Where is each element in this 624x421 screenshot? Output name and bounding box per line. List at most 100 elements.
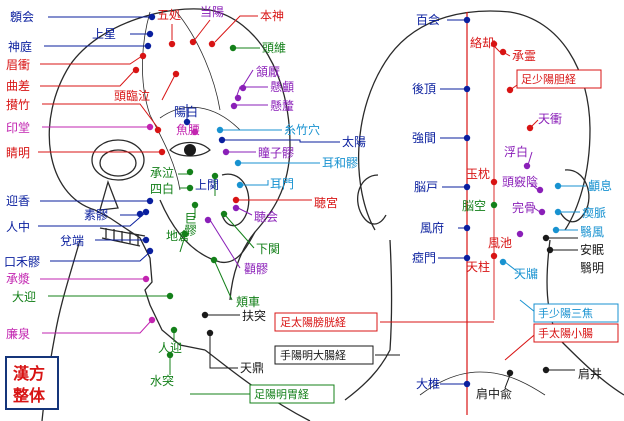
dot-taiyang: [218, 136, 226, 144]
dot-dicang: [181, 230, 189, 238]
dot-luoque: [490, 40, 498, 48]
label-touwei: 頭維: [262, 41, 286, 55]
side-jaw-outline: [159, 199, 256, 263]
leader-sanjiao-meridian: [519, 299, 536, 313]
label-xuanlu: 懸顱: [270, 79, 294, 94]
label-anmian: 安眠: [580, 242, 604, 257]
leader-xiaguan: [224, 214, 255, 249]
dot-yuzhen: [490, 178, 498, 186]
dot-tinggong: [232, 196, 240, 204]
dot-fengfu: [463, 224, 471, 232]
label-quanliao: 顴髎: [244, 262, 268, 276]
box-bladder: [274, 312, 378, 332]
label-yamen: 瘂門: [412, 250, 436, 265]
head-outlines: [41, 8, 624, 421]
label-yifeng: 翳風: [580, 225, 604, 239]
label-chengqi: 承泣: [150, 165, 174, 180]
back-ear-right: [559, 169, 590, 223]
label-dicang: 地倉: [166, 228, 190, 243]
dot-duiduan: [142, 236, 150, 244]
side-eye-lids: [169, 141, 211, 157]
label-shangxing: 上星: [92, 27, 116, 41]
dot-shangguan: [211, 172, 219, 180]
leader-cuanzhu: [42, 103, 159, 129]
dot-touwei: [229, 44, 237, 52]
dot-meichong: [139, 52, 147, 60]
dot-tianzhu: [490, 252, 498, 260]
label-juliao-1: 巨髎: [183, 212, 197, 237]
label-meichong: 眉衝: [6, 58, 30, 72]
dot-houding: [463, 85, 471, 93]
seal: 漢方 整体: [5, 356, 59, 410]
dot-anmian: [542, 234, 550, 242]
leader-tinghui: [237, 207, 253, 216]
dot-jiache: [210, 256, 218, 264]
side-ear-outline: [221, 173, 250, 227]
label-tianyou: 天牖: [514, 267, 538, 281]
label-shuitu: 水突: [150, 373, 174, 388]
label-benshen: 本神: [260, 9, 284, 23]
label-jianjing: 肩井: [578, 366, 602, 381]
leader-kouheliao: [50, 251, 151, 262]
dot-toulinqi: [172, 70, 180, 78]
dot-yingxiang: [146, 197, 154, 205]
label-baihui-front: 顖会: [10, 9, 34, 24]
dot-yifeng: [552, 226, 560, 234]
dot-qiangjian: [463, 134, 471, 142]
dot-yangbai: [183, 118, 191, 126]
leader-meichong: [40, 55, 143, 65]
dot-qimai: [554, 208, 562, 216]
dot-fubai: [523, 162, 531, 170]
label-qiangjian: 強間: [412, 131, 436, 145]
label-yuyao: 魚腰: [176, 123, 200, 137]
label-yingxiang: 迎香: [6, 194, 30, 208]
label-cuanzhu: 攅竹: [6, 98, 30, 112]
side-suture-coronal: [142, 11, 151, 116]
label-yuzhen: 玉枕: [466, 166, 490, 181]
dot-naohu: [463, 183, 471, 191]
leader-tianding: [209, 335, 238, 369]
leader-hanyan: [242, 69, 254, 87]
dot-jingming: [158, 148, 166, 156]
label-ermen: 耳門: [270, 177, 294, 191]
label-sanjiao-meridian: 手少陽三焦: [538, 306, 593, 320]
box-small-intestine: [533, 323, 619, 343]
point-dots: [132, 13, 562, 388]
dot-jianzhongshu: [506, 369, 514, 377]
dot-juliao: [191, 201, 199, 209]
box-stomach: [249, 384, 335, 404]
dot-tianchong: [526, 124, 534, 132]
label-suliao: 素髎: [84, 208, 108, 222]
label-small-intestine-meridian: 手太陽小腸: [538, 326, 593, 340]
side-eye-socket: [91, 139, 145, 181]
label-dazhui: 大椎: [416, 376, 440, 391]
dot-fengchi: [516, 230, 524, 238]
dot-renzhong: [142, 208, 150, 216]
dot-erheliao: [234, 159, 242, 167]
label-luxi: 顱息: [588, 178, 612, 193]
label-fengfu: 風府: [420, 220, 444, 235]
label-jianzhongshu: 肩中兪: [476, 386, 512, 401]
side-eye-iris: [184, 144, 196, 156]
back-neck-left: [344, 239, 393, 401]
dot-xuanli: [230, 102, 238, 110]
dot-gallbladder: [506, 86, 514, 94]
dot-cuanzhu: [154, 126, 162, 134]
dot-yamen: [463, 254, 471, 262]
dot-futu: [201, 311, 209, 319]
side-suture-parietal: [174, 9, 221, 111]
label-sibai: 四白: [150, 181, 174, 196]
label-daying: 大迎: [12, 290, 36, 304]
leader-fubai: [527, 151, 533, 166]
label-toulinqi: 頭臨泣: [114, 88, 150, 103]
dot-tianyou: [499, 258, 507, 266]
label-naohu: 脳戸: [414, 180, 438, 194]
dot-tongziliao: [222, 148, 230, 156]
dot-sizhukong: [216, 126, 224, 134]
dot-naokong: [490, 201, 498, 209]
label-xiaguan: 下関: [256, 242, 280, 256]
dot-xuanlu: [234, 94, 242, 102]
dot-chengqi: [186, 168, 194, 176]
seal-line1: 漢方: [13, 364, 45, 383]
